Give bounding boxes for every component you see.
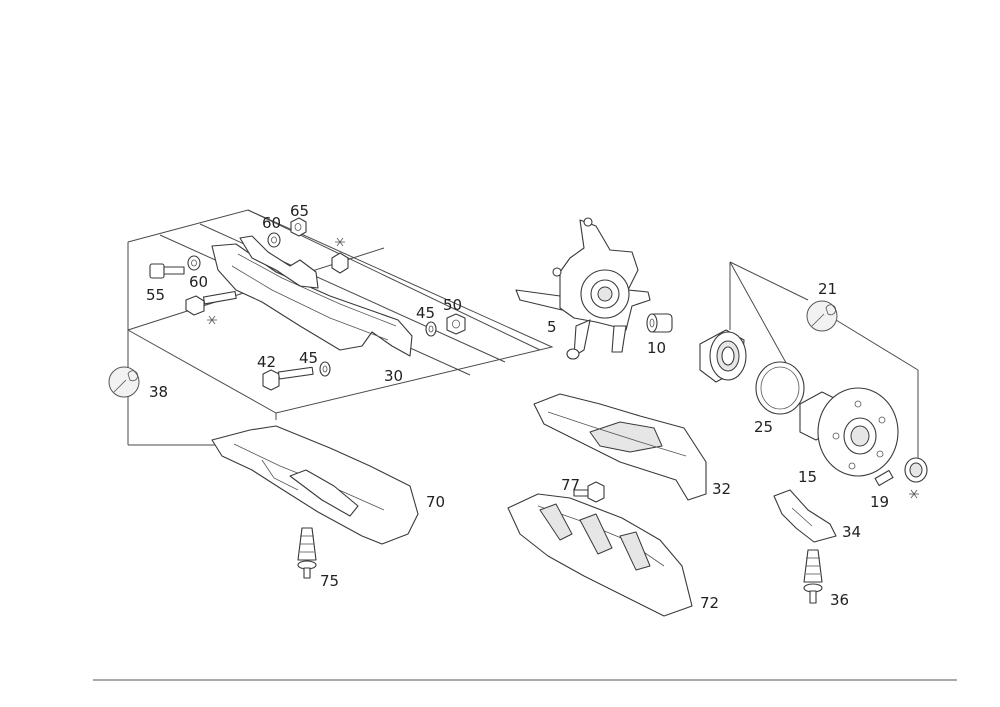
part-70-carrier[interactable] — [211, 425, 419, 545]
part-42-bolt[interactable] — [262, 366, 314, 391]
part-45-washer-lower[interactable] — [319, 361, 331, 377]
callout-75: 75 — [320, 572, 339, 590]
part-72-underbody-cover[interactable] — [507, 493, 693, 617]
part-19-stud[interactable] — [874, 469, 894, 487]
part-55-bolt[interactable] — [149, 263, 185, 279]
callout-42: 42 — [257, 353, 276, 371]
part-wheel-bearing[interactable] — [699, 329, 747, 383]
part-60-washer-upper[interactable] — [267, 232, 281, 248]
part-15-wheel-hub[interactable] — [799, 387, 899, 477]
part-5-wheel-carrier[interactable] — [515, 217, 651, 360]
part-75-push-pin[interactable] — [297, 527, 317, 579]
callout-30: 30 — [384, 367, 403, 385]
part-bolt-flange-middle[interactable] — [185, 290, 237, 316]
callout-45-lower: 45 — [299, 349, 318, 367]
callout-77: 77 — [561, 476, 580, 494]
callout-60-upper: 60 — [262, 214, 281, 232]
callout-38: 38 — [149, 383, 168, 401]
callout-10: 10 — [647, 339, 666, 357]
callout-65: 65 — [290, 202, 309, 220]
part-50-nut[interactable] — [446, 313, 466, 335]
part-36-push-pin[interactable] — [803, 549, 823, 604]
frame-lines-right — [729, 261, 919, 462]
callout-25: 25 — [754, 418, 773, 436]
wrench-icon — [108, 366, 140, 398]
part-10-bushing[interactable] — [646, 313, 673, 333]
callout-5: 5 — [547, 318, 557, 336]
part-45-washer-upper[interactable] — [425, 321, 437, 337]
callout-45-upper: 45 — [416, 304, 435, 322]
callout-19: 19 — [870, 493, 889, 511]
callout-36: 36 — [830, 591, 849, 609]
part-60-washer-left[interactable] — [187, 255, 201, 271]
callout-50: 50 — [443, 296, 462, 314]
part-65-nut[interactable] — [290, 217, 307, 237]
part-34-bracket[interactable] — [773, 489, 837, 543]
part-77-bolt[interactable] — [573, 481, 605, 503]
part-axle-nut[interactable] — [904, 457, 928, 483]
callout-60-left: 60 — [189, 273, 208, 291]
callout-21: 21 — [818, 280, 837, 298]
asterisk-marker-icon — [207, 237, 919, 499]
wrench-icon-21 — [806, 300, 838, 332]
callout-72: 72 — [700, 594, 719, 612]
callout-34: 34 — [842, 523, 861, 541]
callout-32: 32 — [712, 480, 731, 498]
callout-70: 70 — [426, 493, 445, 511]
flange-nut-upper-right[interactable] — [331, 252, 349, 274]
callout-15: 15 — [798, 468, 817, 486]
part-30-cross-member[interactable] — [211, 235, 413, 357]
part-32-control-arm[interactable] — [533, 393, 707, 501]
part-25-circlip[interactable] — [755, 361, 805, 415]
callout-55: 55 — [146, 286, 165, 304]
